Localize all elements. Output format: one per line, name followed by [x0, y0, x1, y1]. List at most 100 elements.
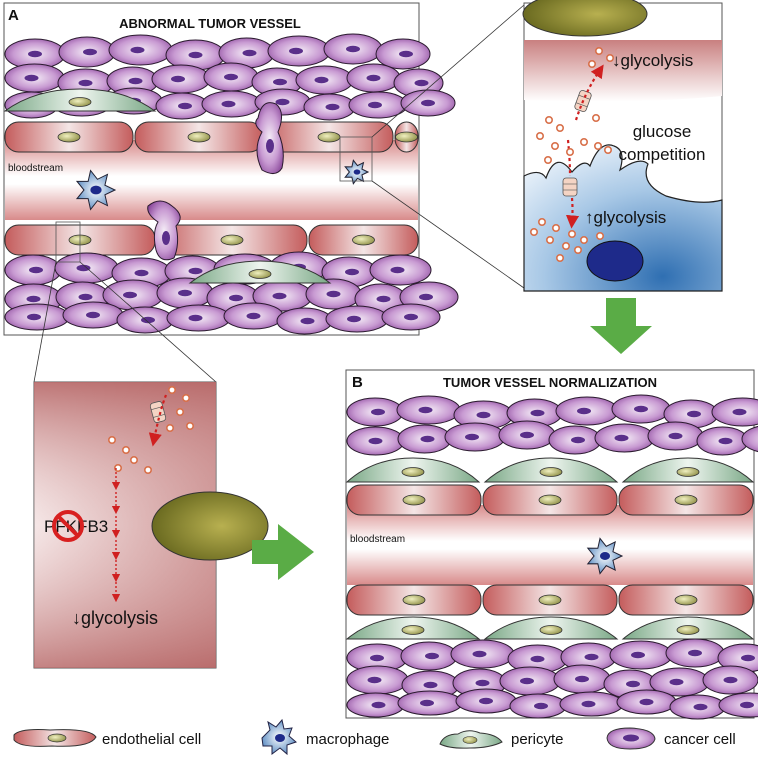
legend: endothelial cell macrophage pericyte can…: [13, 718, 736, 756]
legend-item-cancer: cancer cell: [606, 727, 736, 750]
panel-b-title: TUMOR VESSEL NORMALIZATION: [443, 375, 657, 390]
cancer-cell-nucleus: [27, 313, 41, 321]
endothelial-nucleus: [674, 494, 698, 506]
cancer-cell-nucleus: [178, 102, 192, 110]
cancer-cell-nucleus: [530, 655, 545, 663]
cancer-cell-nucleus: [740, 701, 754, 709]
cancer-cell-nucleus: [472, 650, 487, 658]
cancer-cell-nucleus: [346, 45, 360, 53]
cancer-cell: [718, 692, 758, 718]
cancer-cell-nucleus: [626, 680, 640, 688]
endothelial-nucleus: [317, 131, 341, 143]
panel-a-tissue: [3, 33, 459, 335]
panel-b-letter: B: [352, 374, 363, 391]
panel-b-bloodstream-label: bloodstream: [350, 534, 405, 545]
endothelial-nucleus: [220, 234, 244, 246]
cancer-cell-nucleus: [86, 311, 100, 319]
cancer-cell-nucleus: [345, 268, 359, 276]
legend-label-pericyte: pericyte: [511, 731, 564, 748]
endothelial-nucleus: [538, 594, 562, 606]
cancer-cell-nucleus: [741, 654, 755, 662]
cancer-cell-nucleus: [425, 652, 439, 660]
cancer-cell-nucleus: [639, 698, 654, 706]
endothelial-nucleus: [57, 131, 81, 143]
endothelial-nucleus: [674, 594, 698, 606]
cancer-cell-nucleus: [246, 312, 261, 320]
cancer-cell-nucleus: [479, 697, 493, 705]
cancer-cell-nucleus: [399, 50, 413, 58]
legend-item-pericyte: pericyte: [439, 730, 564, 749]
cancer-cell-nucleus: [634, 405, 648, 413]
legend-label-macrophage: macrophage: [306, 731, 389, 748]
cancer-cell-nucleus: [534, 702, 548, 710]
endothelial-nucleus: [402, 594, 426, 606]
cancer-cell-nucleus: [371, 701, 386, 709]
cancer-cell-nucleus: [530, 409, 545, 417]
endothelial-nucleus: [47, 733, 67, 743]
legend-label-cancer: cancer cell: [664, 731, 736, 748]
cancer-cell-nucleus: [421, 99, 435, 107]
glucose-transporter-icon: [562, 177, 578, 197]
green-arrow-down: [590, 298, 652, 354]
endothelial-nucleus: [538, 494, 562, 506]
legend-item-macrophage: macrophage: [261, 718, 389, 756]
cancer-cell-nucleus: [325, 103, 340, 111]
cancer-cell-nucleus: [418, 406, 433, 414]
cancer-cell-nucleus: [520, 431, 534, 439]
cancer-cell: [147, 200, 181, 261]
glucose-molecules: [108, 385, 195, 474]
endothelial-nucleus: [187, 131, 211, 143]
glycolysis-down-label: ↓glycolysis: [612, 51, 693, 70]
cancer-cell-nucleus: [76, 264, 91, 272]
cancer-cell-nucleus: [687, 410, 701, 418]
cancer-cell-nucleus: [718, 437, 733, 445]
cancer-cell-nucleus: [26, 295, 41, 303]
zoom-box-macrophage: [339, 136, 373, 182]
cancer-cell-nucleus: [476, 411, 491, 419]
glucose-competition-label-line1: glucose: [633, 122, 692, 141]
glucose-flow-arrow: [148, 394, 168, 447]
glucose-competition-label-line2: competition: [619, 145, 706, 164]
cancer-cell-nucleus: [272, 292, 287, 300]
zoom-connectors: [33, 4, 525, 383]
cancer-cell-nucleus: [475, 679, 490, 687]
macrophage-nucleus: [586, 240, 644, 282]
cancer-cell-nucleus: [188, 267, 203, 275]
cancer-cell-nucleus: [390, 266, 405, 274]
cancer-cell-nucleus: [520, 677, 534, 685]
endothelial-nucleus: [522, 0, 648, 37]
cancer-cell-nucleus: [688, 649, 702, 657]
cancer-cell-nucleus: [300, 317, 315, 325]
pericyte-nucleus: [539, 467, 563, 477]
cancer-cell-nucleus: [221, 100, 236, 108]
cancer-cell-nucleus: [366, 74, 381, 82]
glycolysis-up-label: ↑glycolysis: [585, 208, 666, 227]
cancer-cell-nucleus: [693, 703, 708, 711]
cancer-cell-nucleus: [78, 293, 93, 301]
inset-glucose-competition: ↓glycolysis glucose competition ↑glycoly…: [522, 0, 723, 292]
pericyte-nucleus: [401, 625, 425, 635]
zoom-box-endothelial: [55, 221, 81, 263]
cancer-cell-nucleus: [414, 79, 429, 87]
cancer-cell-nucleus: [289, 47, 303, 55]
cancer-cell-nucleus: [326, 290, 341, 298]
panel-a-title: ABNORMAL TUMOR VESSEL: [119, 16, 301, 31]
cancer-cell-nucleus: [83, 48, 97, 56]
panel-a-bloodstream-label: bloodstream: [8, 163, 63, 174]
cancer-cell-nucleus: [134, 269, 149, 277]
legend-label-endothelial: endothelial cell: [102, 731, 201, 748]
cancer-cell-nucleus: [581, 700, 596, 708]
panel-a-letter: A: [8, 7, 19, 24]
cancer-cell-nucleus: [631, 651, 645, 659]
glucose-molecules: [529, 46, 614, 263]
cancer-cell-nucleus: [723, 676, 738, 684]
cancer-cell-nucleus: [273, 78, 287, 86]
cancer-cell-nucleus: [420, 435, 435, 443]
legend-item-endothelial: endothelial cell: [13, 729, 201, 748]
cancer-cell-nucleus: [29, 266, 43, 274]
cancer-cell-nucleus: [224, 73, 238, 81]
endothelial-nucleus: [151, 491, 269, 561]
cancer-cell-nucleus: [128, 77, 143, 85]
cancer-cell-nucleus: [188, 314, 203, 322]
